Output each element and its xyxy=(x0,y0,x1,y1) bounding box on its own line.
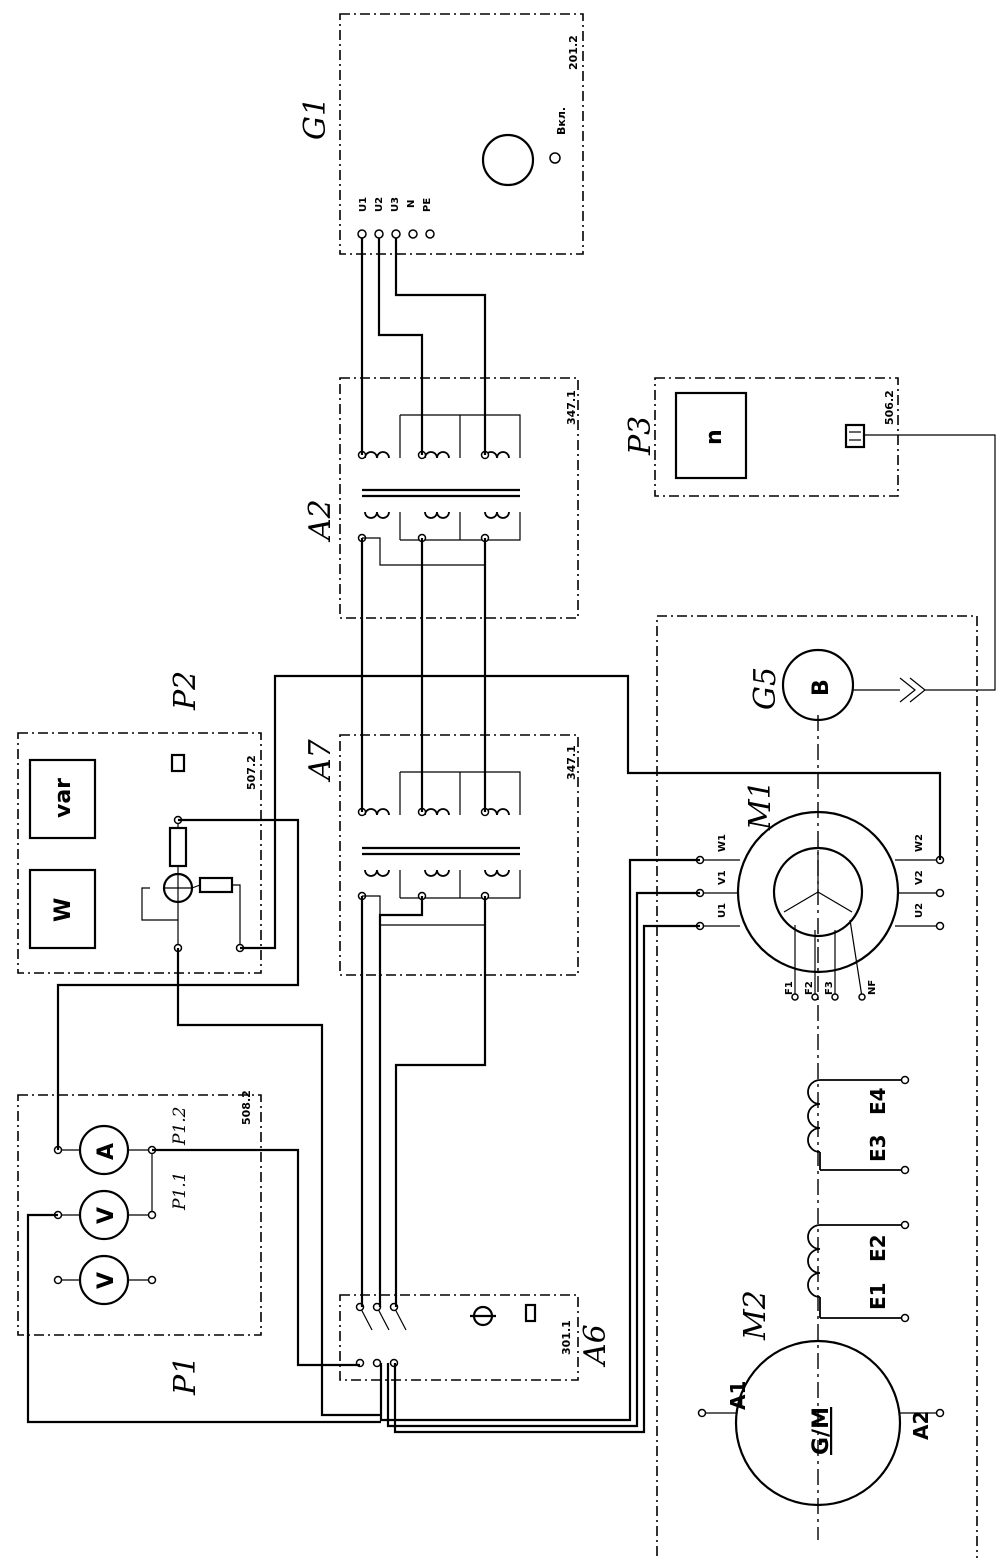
a2-label: A2 xyxy=(303,499,338,543)
p2-switch-icon[interactable] xyxy=(170,753,186,773)
wiring xyxy=(26,238,996,1434)
p2-shunt-icon xyxy=(198,876,234,894)
block-g1: G1 201.2 Вкл. U1 U2 U3 N PE xyxy=(298,13,584,255)
p1-sub1-label: P1.1 xyxy=(170,1172,190,1211)
g1-terminal-u1: U1 xyxy=(358,197,369,212)
a2-boundary xyxy=(339,377,579,619)
block-machines: B G5 M1 W1 V1 U1 W2 V2 U2 F1 F2 F3 NF xyxy=(656,615,978,1558)
m2-symbol: G/M xyxy=(809,1407,834,1455)
m1-label: M1 xyxy=(743,780,778,831)
a7-boundary xyxy=(339,734,579,976)
g1-socket-u3[interactable] xyxy=(391,229,401,239)
terminal-e4[interactable] xyxy=(900,1075,910,1085)
p2-display-var xyxy=(28,758,97,840)
g1-terminal-pe: PE xyxy=(422,198,433,212)
m2-pin-a1: A1 xyxy=(726,1381,750,1410)
m2-terminal-a2[interactable] xyxy=(935,1408,945,1418)
m1-terminal-v2[interactable] xyxy=(935,888,945,898)
m1-pin-nf: NF xyxy=(867,980,878,995)
block-a7: A7 347.1 xyxy=(303,734,579,976)
winding-e1-label: E1 xyxy=(866,1282,890,1310)
p2-display-var-label: var xyxy=(51,778,76,818)
a7-code: 347.1 xyxy=(565,745,578,780)
m1-pin-v2: V2 xyxy=(914,870,925,885)
block-p3: P3 506.2 n xyxy=(623,377,899,497)
winding-e2-label: E2 xyxy=(866,1234,890,1262)
a6-code: 301.1 xyxy=(560,1320,573,1355)
p2-display-w-label: W xyxy=(51,898,76,922)
m1-pin-w1: W1 xyxy=(717,834,728,852)
machines-boundary xyxy=(656,615,978,1558)
winding-e3-label: E3 xyxy=(866,1134,890,1162)
m2-terminal-a1[interactable] xyxy=(697,1408,707,1418)
m1-pin-u2: U2 xyxy=(914,903,925,918)
g1-socket-u2[interactable] xyxy=(374,229,384,239)
a6-boundary xyxy=(339,1294,579,1381)
m1-pin-u1: U1 xyxy=(717,903,728,918)
g1-terminal-u2: U2 xyxy=(374,197,385,212)
m1-rotor-icon xyxy=(772,846,864,938)
block-p2: P2 507.2 var W xyxy=(17,671,262,974)
m2-icon xyxy=(734,1339,902,1507)
p2-label: P2 xyxy=(168,671,203,711)
m2-pin-a2: A2 xyxy=(909,1411,933,1440)
g1-terminal-n: N xyxy=(406,200,417,208)
p1-boundary xyxy=(17,1094,262,1336)
p3-connector-icon[interactable] xyxy=(844,423,866,449)
p3-display-label: n xyxy=(702,429,727,445)
p2-resistor-icon xyxy=(168,826,188,868)
m1-pin-f3: F3 xyxy=(824,981,835,995)
m2-label: M2 xyxy=(738,1290,773,1341)
p3-code: 506.2 xyxy=(883,390,896,425)
a6-switch-icon[interactable] xyxy=(524,1303,537,1323)
g5-icon xyxy=(781,648,855,722)
p3-label: P3 xyxy=(623,416,658,456)
p2-boundary xyxy=(17,732,262,974)
m1-pin-v1: V1 xyxy=(717,870,728,885)
m1-pin-f1: F1 xyxy=(784,981,795,995)
g1-switch-label: Вкл. xyxy=(555,107,568,135)
terminal-e2[interactable] xyxy=(900,1220,910,1230)
p3-display xyxy=(674,391,748,480)
p1-label: P1 xyxy=(168,1356,203,1396)
m1-icon xyxy=(736,810,900,974)
a2-code: 347.1 xyxy=(565,390,578,425)
a2-transformers xyxy=(362,414,521,541)
block-a2: A2 347.1 xyxy=(303,377,579,619)
terminal-e1[interactable] xyxy=(900,1313,910,1323)
field-windings: E1 E2 E3 E4 xyxy=(807,1075,910,1323)
terminal-e3[interactable] xyxy=(900,1165,910,1175)
p1-sub2-label: P1.2 xyxy=(170,1107,190,1146)
g1-terminal-u3: U3 xyxy=(390,197,401,212)
g5-label: G5 xyxy=(748,667,783,710)
block-p1: P1 508.2 P1.2 P1.1 A V V xyxy=(17,1090,262,1396)
a7-label: A7 xyxy=(303,738,338,783)
winding-e4-label: E4 xyxy=(866,1087,890,1115)
g1-socket-pe[interactable] xyxy=(425,229,435,239)
m1-pin-f2: F2 xyxy=(804,981,815,995)
p3-boundary xyxy=(654,377,899,497)
m1-terminal-u2[interactable] xyxy=(935,921,945,931)
a7-transformers xyxy=(362,771,521,899)
p1-voltmeter1-label: V xyxy=(94,1207,119,1224)
g5-symbol: B xyxy=(809,679,834,696)
g1-socket-u1[interactable] xyxy=(357,229,367,239)
p1-code: 508.2 xyxy=(240,1090,253,1125)
g1-terminal-labels: U1 U2 U3 N PE xyxy=(358,197,433,212)
m1-pin-w2: W2 xyxy=(914,834,925,852)
g1-boundary xyxy=(339,13,584,255)
g1-knob-icon[interactable] xyxy=(481,133,535,187)
g1-socket-n[interactable] xyxy=(408,229,418,239)
g1-code: 201.2 xyxy=(567,35,580,70)
p2-display-w xyxy=(28,868,97,950)
p1-ammeter-label: A xyxy=(94,1143,119,1160)
m1-pin-labels: W1 V1 U1 W2 V2 U2 F1 F2 F3 NF xyxy=(717,834,925,995)
p1-voltmeter2-label: V xyxy=(94,1272,119,1289)
a6-label: A6 xyxy=(578,1324,613,1368)
g1-indicator-icon xyxy=(549,152,561,164)
g1-label: G1 xyxy=(298,97,333,140)
p2-code: 507.2 xyxy=(245,755,258,790)
